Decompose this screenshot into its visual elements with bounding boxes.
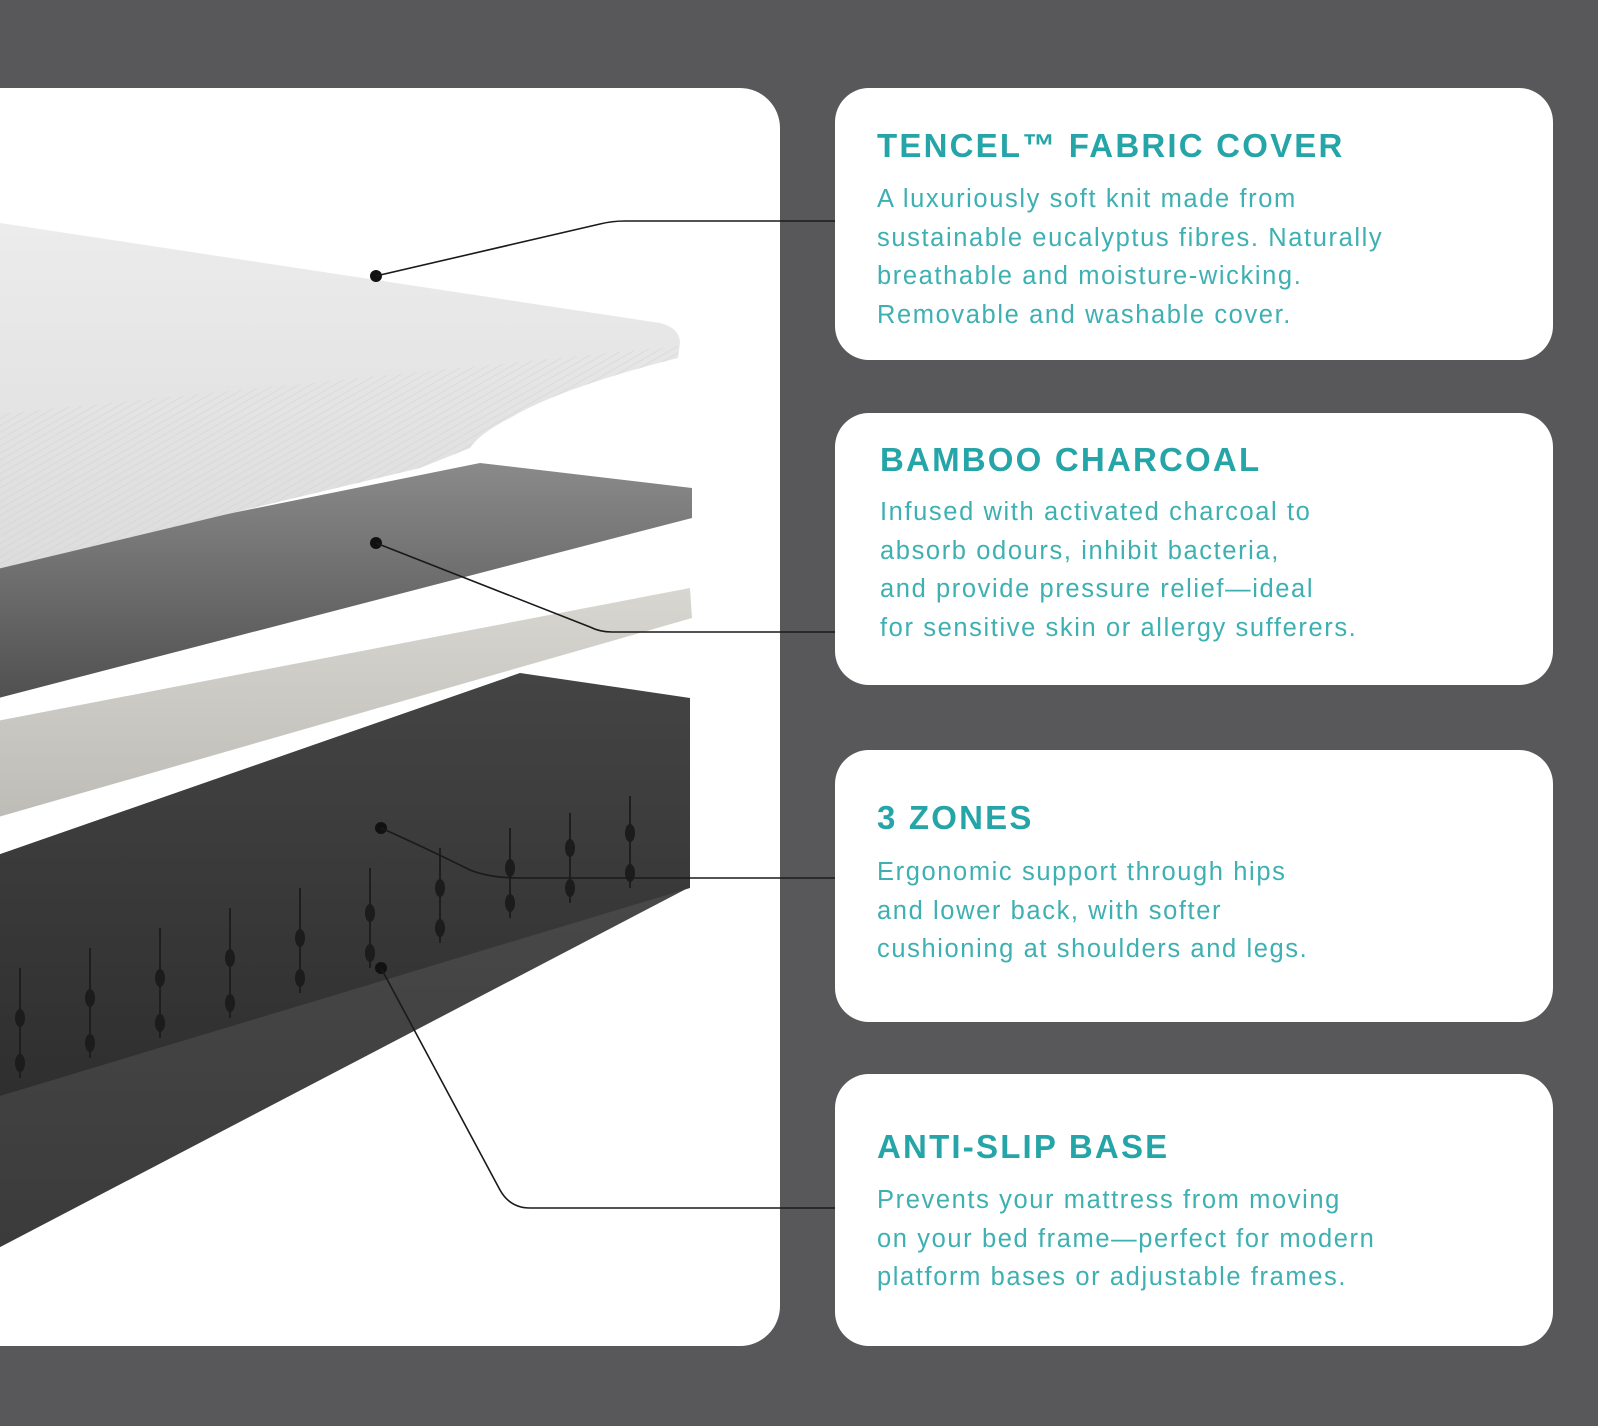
mattress-layers-illustration bbox=[0, 223, 692, 1248]
feature-description: Infused with activated charcoal to absor… bbox=[880, 498, 1358, 642]
bamboo-charcoal-layer bbox=[0, 463, 692, 698]
feature-card-3-zones: 3 ZONES Ergonomic support through hips a… bbox=[835, 750, 1553, 1022]
feature-card-bamboo-charcoal: BAMBOO CHARCOAL Infused with activated c… bbox=[835, 413, 1553, 685]
feature-card-tencel-cover: TENCEL™ FABRIC COVER A luxuriously soft … bbox=[835, 88, 1553, 360]
feature-title: ANTI-SLIP BASE bbox=[877, 1128, 1170, 1165]
feature-description: Ergonomic support through hips and lower… bbox=[877, 858, 1309, 963]
feature-title: BAMBOO CHARCOAL bbox=[880, 441, 1262, 478]
base-marker-dot bbox=[375, 962, 387, 974]
feature-description: Prevents your mattress from moving on yo… bbox=[877, 1186, 1376, 1291]
comfort-foam-layer bbox=[0, 588, 692, 817]
feature-description: A luxuriously soft knit made from sustai… bbox=[877, 185, 1384, 329]
charcoal-marker-dot bbox=[370, 537, 382, 549]
mattress-illustration-panel bbox=[0, 88, 780, 1346]
zones-marker-dot bbox=[375, 822, 387, 834]
feature-title: 3 ZONES bbox=[877, 799, 1034, 836]
feature-title: TENCEL™ FABRIC COVER bbox=[877, 127, 1345, 164]
cover-marker-dot bbox=[370, 270, 382, 282]
feature-card-anti-slip-base: ANTI-SLIP BASE Prevents your mattress fr… bbox=[835, 1074, 1553, 1346]
tencel-cover-layer bbox=[0, 223, 680, 569]
